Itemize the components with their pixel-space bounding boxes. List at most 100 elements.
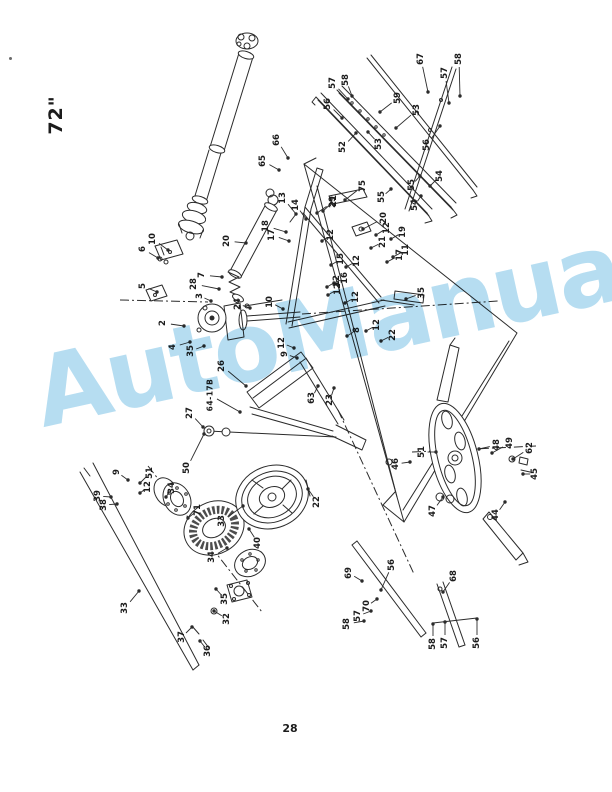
part-callout-44: 44 (490, 509, 501, 521)
part-callout-53: 53 (411, 104, 422, 116)
part-callout-7: 7 (196, 272, 207, 278)
part-callout-64-17B: 64-17B (205, 378, 215, 412)
part-callout-38: 38 (98, 499, 109, 511)
part-callout-63: 63 (306, 392, 317, 404)
part-callout-9: 9 (279, 351, 290, 357)
part-callout-67: 67 (415, 53, 426, 65)
part-callout-14: 14 (290, 199, 301, 211)
deck-group (304, 158, 517, 522)
part-callout-40: 40 (252, 537, 263, 549)
part-callout-58: 58 (453, 53, 464, 65)
part-callout-56: 56 (386, 559, 397, 571)
part-callout-21: 21 (328, 195, 339, 207)
part-callout-2: 2 (157, 320, 168, 326)
caster-tire-group (226, 454, 318, 539)
driveshaft-group (177, 33, 258, 240)
part-callout-49: 49 (504, 437, 515, 449)
hanger-group (204, 352, 366, 496)
part-callout-26: 26 (216, 360, 227, 372)
part-callout-45: 45 (529, 468, 540, 480)
part-callout-12: 12 (276, 337, 287, 349)
part-callout-35: 35 (416, 287, 427, 299)
part-callout-57: 57 (439, 67, 450, 79)
part-callout-51: 51 (416, 446, 427, 458)
part-callout-33: 33 (216, 515, 227, 527)
part-callout-34: 34 (206, 551, 217, 563)
part-callout-55: 55 (406, 179, 417, 191)
part-callout-17: 17 (394, 249, 405, 261)
part-callout-47: 47 (427, 505, 438, 517)
part-callout-12: 12 (332, 283, 343, 295)
part-callout-51: 51 (144, 467, 155, 479)
part-callout-27: 27 (184, 407, 195, 419)
part-callout-70: 70 (361, 600, 372, 612)
rails-group (312, 55, 477, 223)
part-callout-12: 12 (351, 255, 362, 267)
part-callout-28: 28 (188, 278, 199, 290)
blades-group (338, 410, 477, 647)
part-callout-13: 13 (277, 192, 288, 204)
part-callout-58: 58 (340, 74, 351, 86)
scan-speck (9, 57, 12, 60)
part-callout-3: 3 (194, 293, 205, 299)
part-callout-57: 57 (352, 610, 363, 622)
part-callout-56: 56 (322, 98, 333, 110)
part-callout-35: 35 (185, 345, 196, 357)
part-callout-50: 50 (181, 462, 192, 474)
part-callout-22: 22 (311, 496, 322, 508)
part-callout-71: 71 (192, 504, 203, 516)
part-callout-65: 65 (257, 155, 268, 167)
part-callout-54: 54 (434, 170, 445, 182)
part-callout-55: 55 (376, 191, 387, 203)
part-callout-19: 19 (397, 226, 408, 238)
part-callout-37: 37 (176, 631, 187, 643)
part-callout-58: 58 (427, 638, 438, 650)
gearbox-group (197, 300, 498, 340)
part-callout-12: 12 (371, 319, 382, 331)
part-callout-58: 58 (341, 618, 352, 630)
part-callout-10: 10 (264, 296, 275, 308)
part-callout-34: 34 (166, 482, 177, 494)
part-callout-66: 66 (271, 134, 282, 146)
part-callout-24: 24 (232, 298, 243, 310)
part-callout-17: 17 (266, 229, 277, 241)
part-callout-21: 21 (377, 236, 388, 248)
part-callout-15: 15 (335, 253, 346, 265)
part-callout-23: 23 (324, 394, 335, 406)
part-callout-75: 75 (357, 180, 368, 192)
part-callout-57: 57 (327, 77, 338, 89)
callout-leader-lines (103, 67, 530, 647)
part-callout-33: 33 (119, 602, 130, 614)
part-callout-69: 69 (343, 567, 354, 579)
part-callout-48: 48 (491, 439, 502, 451)
part-callout-57: 57 (439, 637, 450, 649)
part-callout-59: 59 (392, 92, 403, 104)
hitch-brackets-group (120, 240, 208, 302)
part-callout-53: 53 (373, 138, 384, 150)
part-callout-68: 68 (448, 570, 459, 582)
part-callout-56: 56 (471, 637, 482, 649)
part-callout-10: 10 (147, 233, 158, 245)
part-callout-52: 52 (337, 141, 348, 153)
part-callout-20: 20 (221, 235, 232, 247)
part-callout-12: 12 (325, 229, 336, 241)
part-callout-12: 12 (350, 291, 361, 303)
part-callout-6: 6 (137, 246, 148, 252)
part-callout-4: 4 (167, 344, 178, 350)
part-callout-12: 12 (142, 481, 153, 493)
part-callout-36: 36 (202, 645, 213, 657)
part-callout-9: 9 (111, 469, 122, 475)
page-number: 28 (282, 722, 298, 735)
part-callout-35: 35 (219, 593, 230, 605)
part-callout-56: 56 (421, 139, 432, 151)
part-callout-12: 12 (381, 222, 392, 234)
blade-carrier-group (386, 338, 536, 565)
cylinder-group (227, 189, 278, 303)
part-callout-62: 62 (524, 442, 535, 454)
part-callout-46: 46 (390, 458, 401, 470)
deck-size-label: 72" (45, 95, 67, 135)
part-callout-54: 54 (409, 199, 420, 211)
part-callout-32: 32 (221, 613, 232, 625)
